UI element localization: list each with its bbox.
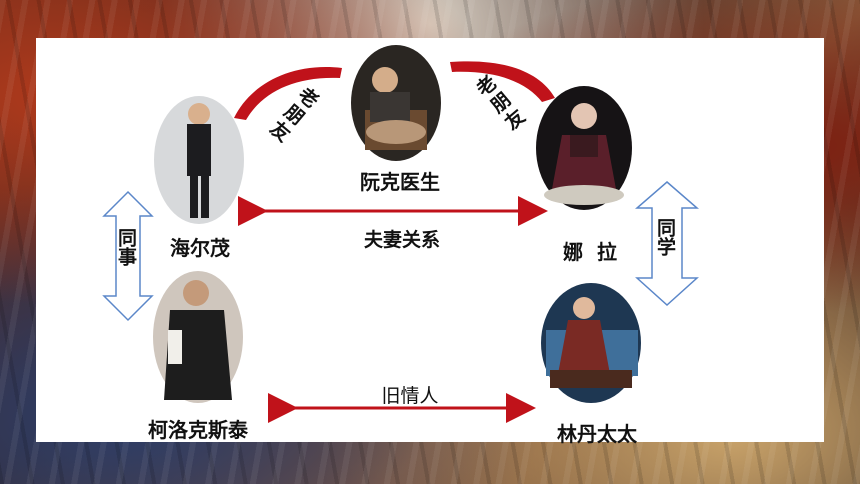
label-nala: 娜 拉: [563, 240, 617, 264]
colleague-arrow: [102, 190, 154, 322]
relation-classmate: 同学: [654, 218, 676, 256]
photo-nala: [536, 86, 632, 210]
label-lindan: 林丹太太: [557, 422, 637, 446]
photo-ruanke: [351, 45, 441, 161]
label-ruanke: 阮克医生: [360, 170, 440, 194]
photo-keluo: [153, 271, 243, 403]
friend-arc-left: [234, 67, 342, 120]
friend-arc-right: [450, 61, 555, 102]
classmate-arrow: [634, 181, 700, 307]
relation-old-flame: 旧情人: [381, 385, 439, 407]
relation-colleague: 同事: [115, 228, 137, 266]
relation-spouse: 夫妻关系: [363, 229, 441, 251]
label-keluo: 柯洛克斯泰: [148, 418, 248, 442]
photo-lindan: [541, 283, 641, 403]
photo-haier: [154, 96, 244, 224]
label-haier: 海尔茂: [170, 236, 230, 260]
